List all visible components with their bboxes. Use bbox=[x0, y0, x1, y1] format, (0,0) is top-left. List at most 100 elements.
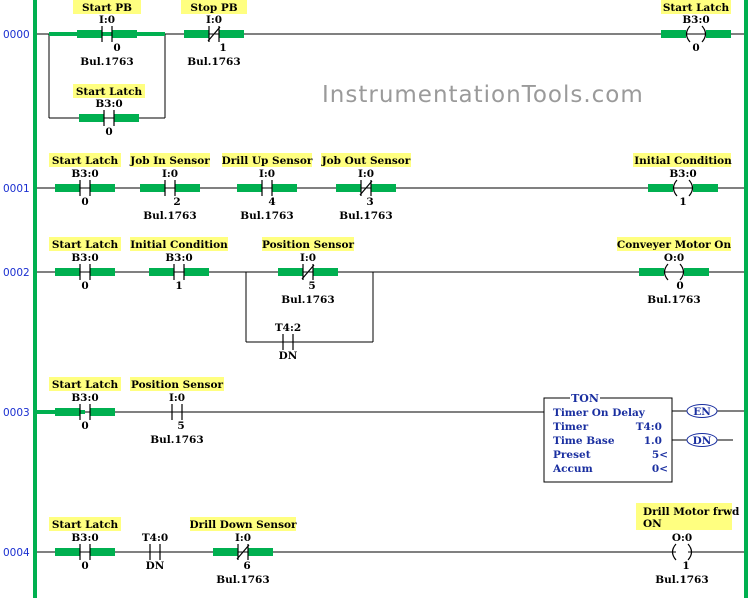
label-bg bbox=[321, 153, 411, 167]
contact-description: Drill Up Sensor bbox=[222, 155, 313, 167]
position-sensor-contact[interactable]: Position Sensor I:0 5 Bul.1763 bbox=[130, 377, 224, 446]
coil-bit: 1 bbox=[682, 560, 689, 572]
start-latch-branch-contact[interactable]: Start Latch B3:0 0 bbox=[73, 84, 145, 138]
rung-number: 0000 bbox=[3, 29, 30, 41]
contact-bit: 0 bbox=[81, 560, 88, 572]
contact-address: I:0 bbox=[206, 14, 222, 26]
label-bg bbox=[49, 377, 121, 391]
ton-preset-value: 5< bbox=[652, 449, 668, 461]
contact-description: Job In Sensor bbox=[129, 155, 210, 167]
contact-description: Stop PB bbox=[190, 2, 237, 14]
rung-0004[interactable]: 0004 Start Latch B3:0 0 T4:0 DN Drill Do… bbox=[3, 503, 744, 586]
ton-name: Timer On Delay bbox=[553, 407, 646, 419]
rung-number: 0002 bbox=[3, 267, 30, 279]
contact-bit: 5 bbox=[308, 280, 315, 292]
coil-description: Start Latch bbox=[663, 2, 730, 14]
label-bg bbox=[633, 153, 731, 167]
contact-bit: 0 bbox=[81, 280, 88, 292]
ton-base-label: Time Base bbox=[553, 435, 615, 447]
rung-0003[interactable]: 0003 Start Latch B3:0 0 Position Sensor … bbox=[3, 377, 744, 483]
start-latch-coil[interactable]: Start Latch B3:0 0 bbox=[660, 0, 732, 54]
ton-en-output bbox=[686, 404, 718, 418]
job-out-sensor-contact[interactable]: Job Out Sensor I:0 3 Bul.1763 bbox=[321, 153, 411, 222]
ton-timer-label: Timer bbox=[553, 421, 589, 433]
ton-en-label: EN bbox=[693, 406, 711, 418]
job-in-sensor-contact[interactable]: Job In Sensor I:0 2 Bul.1763 bbox=[129, 153, 210, 222]
coil-description: Conveyer Motor On bbox=[617, 239, 732, 251]
rung-0001[interactable]: 0001 Start Latch B3:0 0 Job In Sensor I:… bbox=[3, 153, 744, 222]
start-latch-contact[interactable]: Start Latch B3:0 0 bbox=[49, 377, 121, 432]
contact-bit: 4 bbox=[268, 196, 275, 208]
contact-module: Bul.1763 bbox=[187, 56, 240, 68]
rung-0000[interactable]: 0000 Start PB I:0 0 Bul.1763 Start Latch… bbox=[3, 0, 744, 138]
stop-pb-contact[interactable]: Stop PB I:0 1 Bul.1763 bbox=[181, 0, 247, 68]
contact-bit: 6 bbox=[243, 560, 250, 572]
contact-bit: 0 bbox=[113, 42, 120, 54]
contact-description: Start Latch bbox=[52, 155, 119, 167]
ton-dn-label: DN bbox=[693, 435, 712, 447]
label-bg bbox=[73, 84, 145, 98]
contact-address: I:0 bbox=[300, 252, 316, 264]
right-power-rail bbox=[744, 0, 748, 598]
position-sensor-contact[interactable]: Position Sensor I:0 5 Bul.1763 bbox=[262, 237, 354, 306]
start-latch-contact[interactable]: Start Latch B3:0 0 bbox=[49, 153, 121, 208]
contact-description: Start PB bbox=[82, 2, 132, 14]
contact-address: B3:0 bbox=[71, 168, 98, 180]
coil-module: Bul.1763 bbox=[655, 574, 708, 586]
contact-address: B3:0 bbox=[71, 532, 98, 544]
contact-bit: 0 bbox=[81, 196, 88, 208]
coil-module: Bul.1763 bbox=[647, 294, 700, 306]
label-bg bbox=[222, 153, 312, 167]
ton-accum-value: 0< bbox=[652, 463, 668, 475]
rung-number: 0004 bbox=[3, 547, 30, 559]
contact-module: Bul.1763 bbox=[339, 210, 392, 222]
contact-description: Position Sensor bbox=[262, 239, 354, 251]
contact-address: I:0 bbox=[162, 168, 178, 180]
contact-module: Bul.1763 bbox=[143, 210, 196, 222]
initial-condition-coil[interactable]: Initial Condition B3:0 1 bbox=[633, 153, 732, 208]
contact-address: I:0 bbox=[99, 14, 115, 26]
left-power-rail bbox=[33, 0, 37, 598]
contact-address: B3:0 bbox=[71, 392, 98, 404]
contact-description: Start Latch bbox=[52, 519, 119, 531]
ton-preset-label: Preset bbox=[553, 449, 591, 461]
label-bg bbox=[73, 0, 141, 14]
contact-address: T4:0 bbox=[142, 532, 168, 544]
contact-address: B3:0 bbox=[165, 252, 192, 264]
contact-bit: 1 bbox=[175, 280, 182, 292]
watermark: InstrumentationTools.com bbox=[322, 82, 644, 108]
contact-module: Bul.1763 bbox=[150, 434, 203, 446]
start-latch-contact[interactable]: Start Latch B3:0 0 bbox=[49, 237, 121, 292]
label-bg bbox=[130, 377, 224, 391]
label-bg bbox=[130, 153, 210, 167]
contact-description: Initial Condition bbox=[130, 239, 228, 251]
contact-bit: DN bbox=[279, 350, 298, 362]
coil-bit: 0 bbox=[676, 280, 683, 292]
start-latch-contact[interactable]: Start Latch B3:0 0 bbox=[49, 517, 121, 572]
contact-description: Start Latch bbox=[52, 239, 119, 251]
conveyer-motor-on-coil[interactable]: Conveyer Motor On O:0 0 Bul.1763 bbox=[617, 237, 732, 306]
coil-address: O:0 bbox=[664, 252, 684, 264]
contact-module: Bul.1763 bbox=[80, 56, 133, 68]
contact-description: Start Latch bbox=[76, 86, 143, 98]
label-bg bbox=[661, 0, 731, 14]
contact-address: I:0 bbox=[235, 532, 251, 544]
rung-0002[interactable]: 0002 Start Latch B3:0 0 Initial Conditio… bbox=[3, 237, 744, 362]
drill-motor-frwd-on-coil[interactable]: Drill Motor frwd ON O:0 1 Bul.1763 bbox=[636, 503, 740, 586]
coil-description: Initial Condition bbox=[634, 155, 732, 167]
timer-done-branch-contact[interactable]: T4:2 DN bbox=[269, 322, 307, 362]
initial-condition-contact[interactable]: Initial Condition B3:0 1 bbox=[130, 237, 228, 292]
start-pb-contact[interactable]: Start PB I:0 0 Bul.1763 bbox=[73, 0, 141, 68]
contact-bit: 0 bbox=[105, 126, 112, 138]
contact-bit: 0 bbox=[81, 420, 88, 432]
contact-address: T4:2 bbox=[275, 322, 301, 334]
contact-address: I:0 bbox=[358, 168, 374, 180]
label-bg bbox=[49, 153, 121, 167]
ton-base-value: 1.0 bbox=[644, 435, 662, 447]
ton-timer-value: T4:0 bbox=[636, 421, 662, 433]
ton-timer-block[interactable]: TON Timer On Delay Timer T4:0 Time Base … bbox=[543, 392, 744, 483]
coil-description-line1: Drill Motor frwd bbox=[643, 506, 740, 518]
drill-down-sensor-contact[interactable]: Drill Down Sensor I:0 6 Bul.1763 bbox=[189, 517, 297, 586]
drill-up-sensor-contact[interactable]: Drill Up Sensor I:0 4 Bul.1763 bbox=[222, 153, 313, 222]
timer-done-contact[interactable]: T4:0 DN bbox=[136, 532, 174, 572]
